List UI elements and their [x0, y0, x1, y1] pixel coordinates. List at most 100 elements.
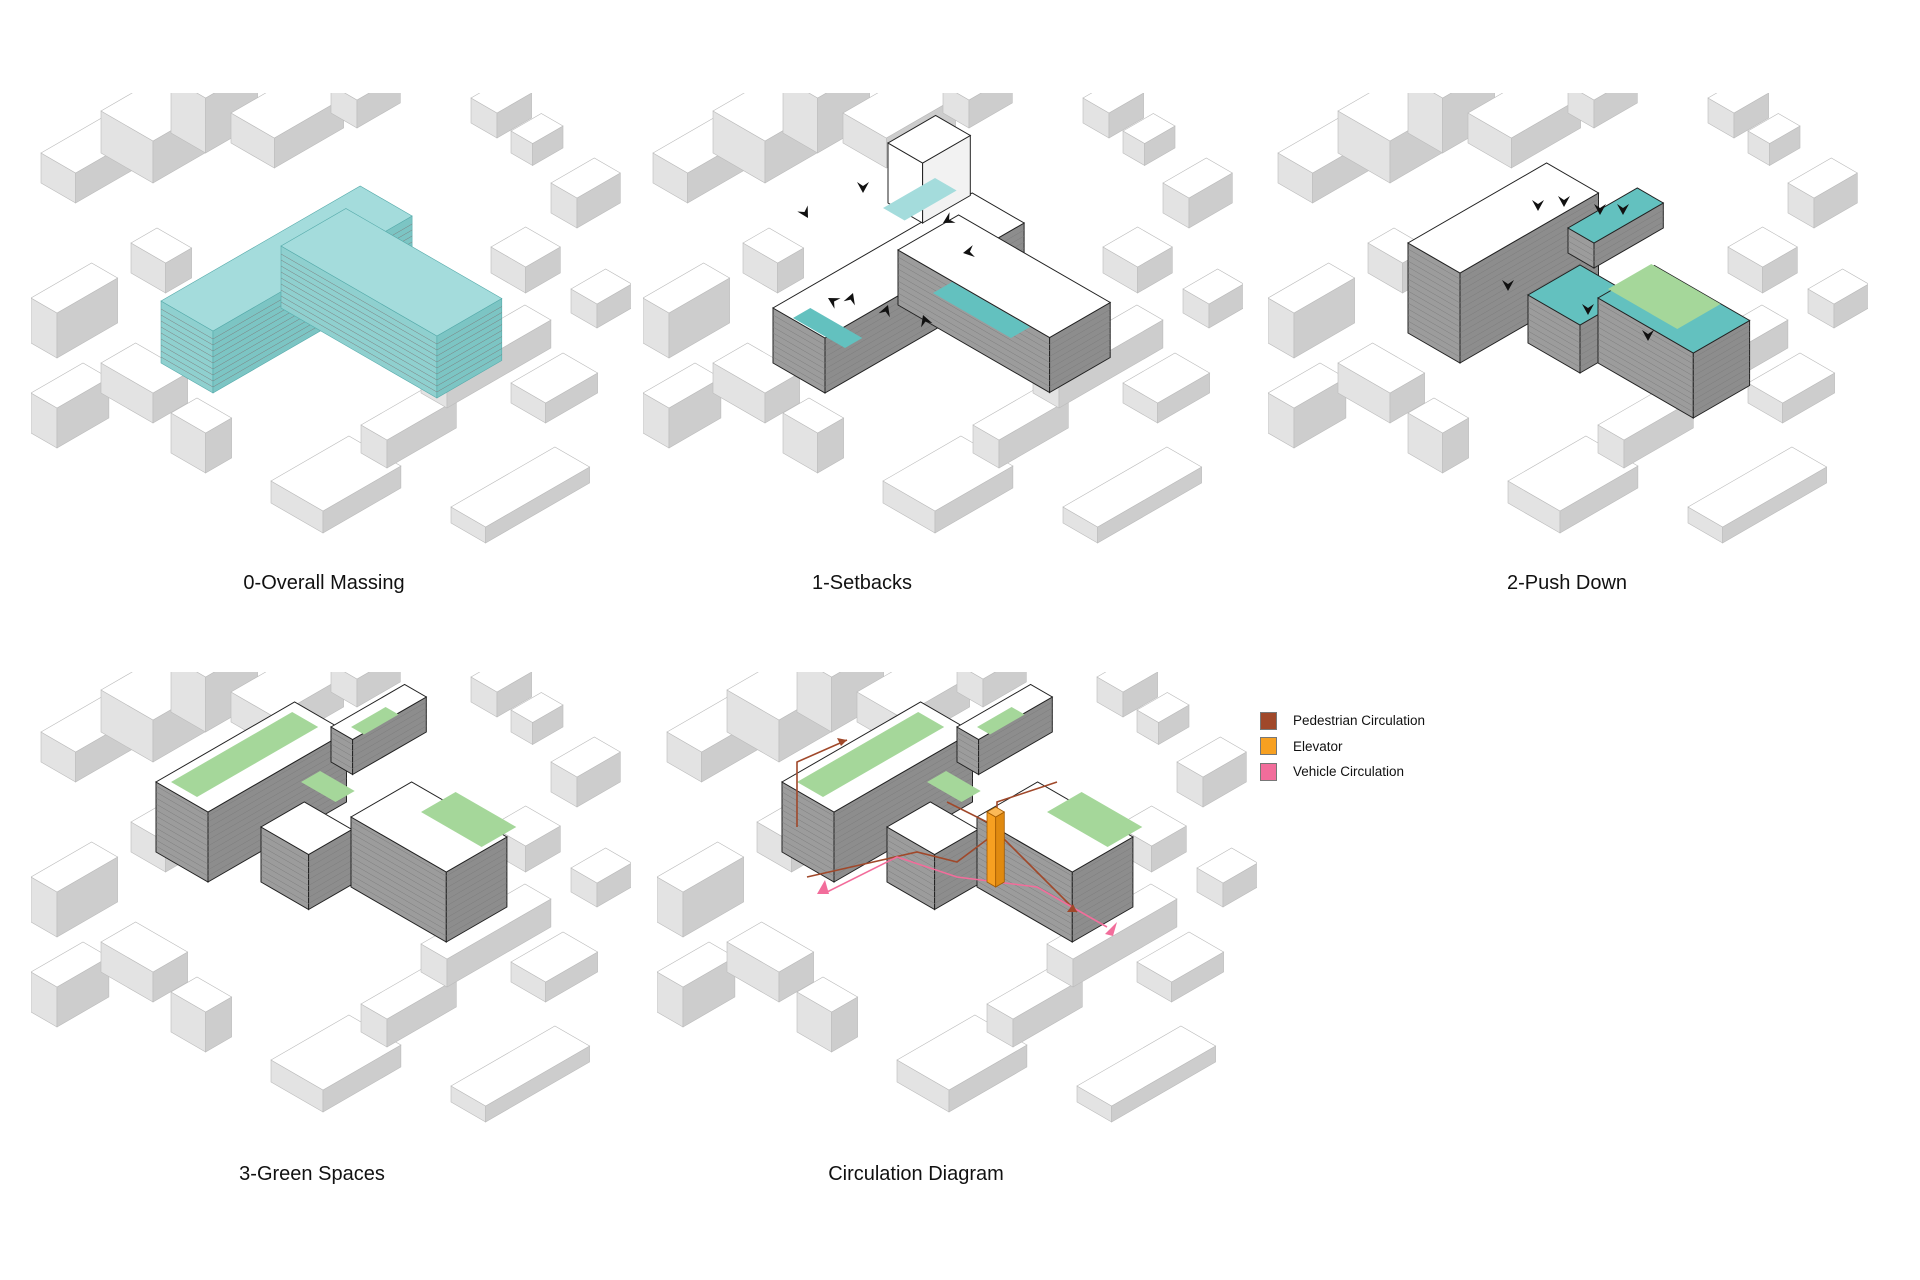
floor-line	[1593, 209, 1664, 251]
floor-line	[934, 878, 979, 904]
context-building-roof	[550, 157, 621, 199]
context-building-roof	[808, 93, 827, 99]
floor-line	[1693, 373, 1750, 407]
setback-arrow-icon	[1558, 196, 1570, 207]
floor-line	[1049, 315, 1111, 351]
context-building-roof	[510, 113, 564, 144]
caption-green-spaces: 3-Green Spaces	[239, 1163, 385, 1185]
setback-wing-roof	[897, 214, 1112, 339]
floor-line	[446, 870, 508, 907]
floor-line	[1693, 331, 1750, 365]
panel-circulation	[657, 672, 1257, 1132]
floor-line	[1593, 221, 1664, 263]
floor-line	[1072, 876, 1134, 913]
context-building-roof	[31, 841, 119, 893]
floor-line	[260, 875, 309, 904]
setback-tower-roof	[887, 114, 972, 164]
floor-line	[350, 850, 447, 907]
setback-arrow-icon	[1532, 200, 1544, 211]
floor-line	[308, 836, 353, 862]
floor-line	[897, 274, 1050, 363]
floor-line	[280, 289, 438, 381]
floor-line	[1527, 318, 1581, 350]
floor-line	[1567, 234, 1595, 251]
floor-line	[352, 701, 427, 745]
floor-line	[1597, 338, 1694, 395]
context-building-roof	[196, 93, 215, 99]
setback-arrow-icon	[857, 182, 869, 193]
floor-line	[1407, 284, 1461, 316]
floor-line	[781, 803, 835, 835]
context-building-roof	[1807, 268, 1868, 305]
floor-line	[446, 846, 508, 883]
context-building-roof	[1268, 262, 1356, 314]
floor-line	[280, 277, 438, 369]
floor-line	[1527, 306, 1581, 338]
context-building-roof	[1122, 113, 1176, 144]
floor-line	[308, 854, 353, 880]
floor-line	[1072, 858, 1134, 895]
floor-line	[1459, 198, 1599, 280]
setback-strip	[933, 282, 1030, 338]
green-roof	[927, 771, 981, 802]
context-building-roof	[1337, 342, 1426, 394]
floor-line	[155, 827, 209, 859]
green-roof	[171, 712, 319, 797]
floor-line	[350, 868, 447, 925]
caption-push-down: 2-Push Down	[1506, 572, 1628, 594]
context-building-roof	[510, 352, 599, 404]
floor-line	[446, 876, 508, 913]
floor-line	[160, 320, 214, 352]
floor-line	[772, 344, 826, 376]
context-building-roof	[344, 672, 370, 680]
context-building-roof	[1062, 446, 1203, 528]
floor-line	[280, 253, 438, 345]
floor-line	[833, 741, 973, 823]
floor-line	[772, 320, 826, 352]
context-building-right-face	[1122, 672, 1158, 718]
floor-line	[160, 338, 214, 370]
floor-line	[260, 863, 309, 892]
setback-arrow-icon	[1582, 304, 1594, 315]
floor-line	[1597, 344, 1694, 401]
floor-line	[781, 785, 835, 817]
floor-line	[207, 735, 347, 817]
floor-line	[1567, 246, 1595, 263]
floor-line	[833, 753, 973, 835]
context-building-roof	[1687, 446, 1828, 528]
legend-label: Vehicle Circulation	[1293, 764, 1405, 780]
floor-line	[446, 864, 508, 901]
floor-line	[1567, 240, 1595, 257]
floor-line	[436, 330, 502, 369]
context-building-right-face	[496, 93, 532, 139]
setback-arrow-icon	[921, 315, 933, 328]
pushdown-low-block-roof	[1566, 187, 1665, 244]
floor-line	[1527, 330, 1581, 362]
floor-line	[350, 880, 447, 937]
floor-line	[260, 869, 309, 898]
floor-line	[1527, 300, 1581, 332]
context-building-right-face	[1208, 284, 1243, 329]
floor-line	[260, 839, 309, 868]
floor-line	[1459, 204, 1599, 286]
floor-line	[160, 350, 214, 382]
context-building-roof	[1196, 847, 1257, 884]
pedestrian-path	[796, 739, 848, 827]
floor-line	[446, 852, 508, 889]
setback-arrow-icon	[828, 298, 841, 309]
floor-line	[886, 875, 935, 904]
caption-circulation: Circulation Diagram	[828, 1163, 1004, 1185]
floor-line	[260, 851, 309, 880]
floor-line	[308, 842, 353, 868]
floor-line	[280, 259, 438, 351]
context-building-roof	[796, 976, 859, 1013]
floor-line	[772, 338, 826, 370]
floor-line	[1407, 326, 1461, 358]
floor-line	[155, 839, 209, 871]
floor-line	[833, 735, 973, 817]
panel-overall-massing	[31, 93, 631, 553]
floor-line	[207, 753, 347, 835]
floor-line	[1049, 345, 1111, 381]
floor-line	[978, 713, 1053, 757]
floor-line	[352, 707, 427, 751]
